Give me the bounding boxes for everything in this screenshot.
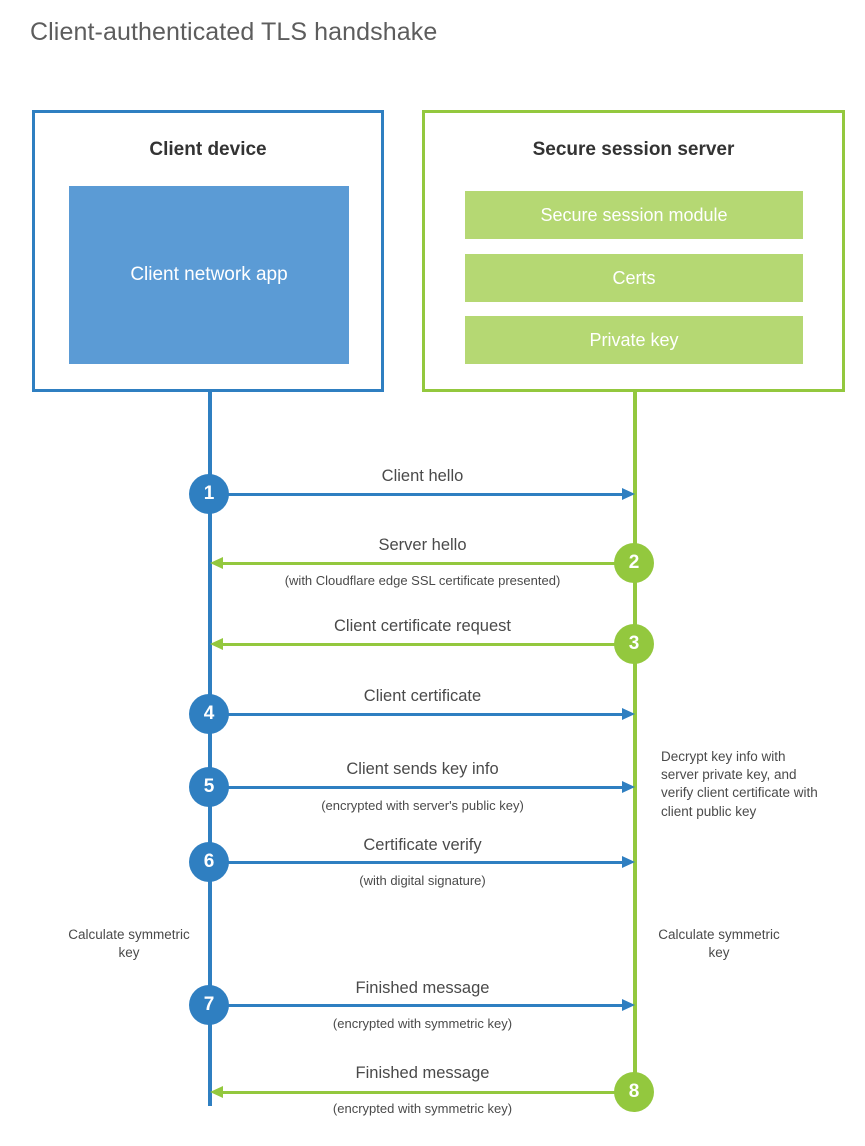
client-device-title: Client device	[149, 139, 267, 160]
step-circle-2: 2	[614, 543, 654, 583]
client-lifeline	[208, 392, 212, 1106]
server-bar-certs: Certs	[465, 254, 803, 302]
message-label-5: Client sends key info	[346, 760, 499, 778]
arrowhead-right-icon	[622, 708, 635, 720]
message-label-1: Client hello	[381, 467, 464, 485]
secure-session-server-box: Secure session server Secure session mod…	[422, 110, 845, 392]
message-label-6: Certificate verify	[363, 836, 482, 854]
arrowhead-left-icon	[210, 638, 223, 650]
secure-session-server-title: Secure session server	[532, 139, 735, 160]
message-label-8: Finished message	[355, 1064, 490, 1082]
step-circle-4: 4	[189, 694, 229, 734]
message-sublabel-5: (encrypted with server's public key)	[321, 798, 524, 813]
arrowhead-right-icon	[622, 999, 635, 1011]
message-label-2: Server hello	[378, 536, 467, 554]
message-label-4: Client certificate	[363, 687, 482, 705]
client-calculate-symmetric-key-note: Calculate symmetric key	[68, 927, 190, 961]
server-decrypt-note: Decrypt key info with server private key…	[661, 749, 818, 819]
message-sublabel-7: (encrypted with symmetric key)	[332, 1016, 513, 1031]
arrowhead-right-icon	[622, 781, 635, 793]
client-device-box: Client device Client network app	[32, 110, 384, 392]
step-circle-5: 5	[189, 767, 229, 807]
arrowhead-right-icon	[622, 488, 635, 500]
step-circle-3: 3	[614, 624, 654, 664]
message-sublabel-6: (with digital signature)	[359, 873, 486, 888]
message-label-3: Client certificate request	[334, 617, 511, 635]
step-circle-1: 1	[189, 474, 229, 514]
message-label-7: Finished message	[355, 979, 490, 997]
message-sublabel-8: (encrypted with symmetric key)	[332, 1101, 513, 1116]
step-circle-6: 6	[189, 842, 229, 882]
arrowhead-right-icon	[622, 856, 635, 868]
server-bar-secure-session-module: Secure session module	[465, 191, 803, 239]
step-circle-8: 8	[614, 1072, 654, 1112]
message-sublabel-2: (with Cloudflare edge SSL certificate pr…	[284, 573, 561, 588]
server-lifeline	[633, 392, 637, 1093]
page-title: Client-authenticated TLS handshake	[30, 18, 438, 46]
client-network-app-block: Client network app	[69, 186, 349, 364]
arrowhead-left-icon	[210, 557, 223, 569]
server-bar-private-key: Private key	[465, 316, 803, 364]
server-calculate-symmetric-key-note: Calculate symmetric key	[658, 927, 780, 961]
step-circle-7: 7	[189, 985, 229, 1025]
arrowhead-left-icon	[210, 1086, 223, 1098]
